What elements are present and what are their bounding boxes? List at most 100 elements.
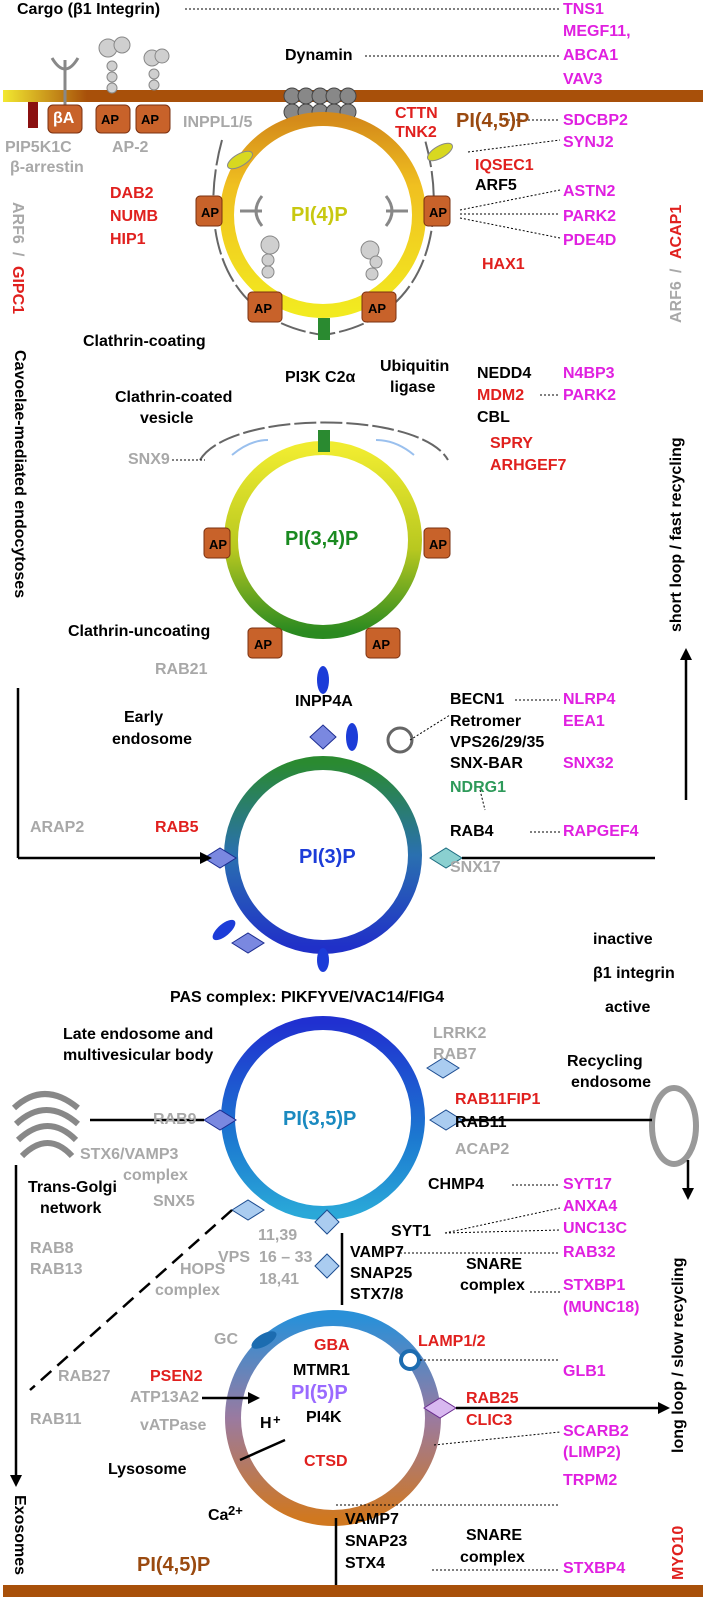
long-loop-label: long loop / slow recycling xyxy=(670,1257,687,1453)
vav3-label: VAV3 xyxy=(563,71,603,88)
tgn-label-2: network xyxy=(40,1200,102,1217)
arhgef7-label: ARHGEF7 xyxy=(490,457,567,474)
barrestin-label: β-arrestin xyxy=(10,159,84,176)
pip5k1c-label: PIP5K1C xyxy=(5,139,72,156)
snx5-label: SNX5 xyxy=(153,1193,195,1210)
hops-label: HOPS xyxy=(180,1261,226,1278)
trpm2-label: TRPM2 xyxy=(563,1472,618,1489)
pi3k-marker-2 xyxy=(318,430,330,452)
becn1-label: BECN1 xyxy=(450,691,505,708)
arap2-label: ARAP2 xyxy=(30,819,85,836)
ap-bottom-left-1 xyxy=(247,291,283,323)
nlrp4-label: NLRP4 xyxy=(563,691,616,708)
spry-label: SPRY xyxy=(490,435,533,452)
clathrin-coat-2 xyxy=(199,421,449,461)
gc-label: GC xyxy=(214,1331,238,1348)
rab11fip1-label: RAB11FIP1 xyxy=(455,1091,541,1108)
caveolae-label: Cavoelae-mediated endocytoses xyxy=(11,350,28,599)
arrowheads xyxy=(10,648,694,1487)
ap-v2-br: AP xyxy=(372,637,391,652)
pi45-bottom-label: PI(4,5)P xyxy=(137,1554,211,1576)
mdm2-label: MDM2 xyxy=(477,387,525,404)
limp2-label: (LIMP2) xyxy=(563,1444,621,1461)
snap23-label: SNAP23 xyxy=(345,1533,408,1550)
rab11b-label: RAB11 xyxy=(30,1411,82,1428)
inpp4a-marker xyxy=(317,666,329,694)
synj2-label: SYNJ2 xyxy=(563,134,614,151)
ap-right-1 xyxy=(423,195,451,227)
hplus-label: + xyxy=(273,1412,281,1427)
lysosome-label: Lysosome xyxy=(108,1461,187,1478)
uncoating-label: Clathrin-uncoating xyxy=(68,623,211,640)
pi3k-marker-1 xyxy=(318,318,330,340)
pi35p-label: PI(3,5)P xyxy=(283,1108,357,1130)
ca2-label: 2+ xyxy=(228,1503,243,1518)
inppl-marker xyxy=(227,150,253,170)
rab21-label: RAB21 xyxy=(155,661,208,678)
integrin-receptor xyxy=(50,57,80,105)
rab8-label: RAB8 xyxy=(30,1240,74,1257)
pi45-top-label: PI(4,5)P xyxy=(456,110,530,132)
synj-marker xyxy=(427,142,453,162)
tgn-label-1: Trans-Golgi xyxy=(28,1179,117,1196)
hip1-label: HIP1 xyxy=(110,231,146,248)
ap-label-2: AP xyxy=(141,112,160,127)
tnk2-label: TNK2 xyxy=(395,124,437,141)
arf6-left-label: ARF6 xyxy=(9,202,26,244)
munc18-label: (MUNC18) xyxy=(563,1299,640,1316)
b1-integrin-label: β1 integrin xyxy=(593,965,675,982)
inpp4a-label: INPP4A xyxy=(295,693,353,710)
vps-1139-label: 11,39 xyxy=(258,1227,298,1244)
rab7-diamond xyxy=(426,1057,460,1079)
vps-1841-label: 18,41 xyxy=(259,1271,300,1288)
early-label-1: Early xyxy=(124,709,164,726)
rab7-label: RAB7 xyxy=(433,1046,477,1063)
stx78-label: STX7/8 xyxy=(350,1286,404,1303)
eea1-label: EEA1 xyxy=(563,713,605,730)
stx6-complex-label: complex xyxy=(123,1167,188,1184)
ap2-box-1 xyxy=(95,104,131,134)
pathway-lines xyxy=(14,660,690,1585)
ccv-label-1: Clathrin-coated xyxy=(115,389,233,406)
vamp7-label: VAMP7 xyxy=(350,1244,404,1261)
ap-label-1: AP xyxy=(101,112,120,127)
ndrg1-label: NDRG1 xyxy=(450,779,507,796)
ap2-label: AP-2 xyxy=(112,139,149,156)
vps-1633-label: 16 – 33 xyxy=(259,1249,313,1266)
rab25-label: RAB25 xyxy=(466,1390,519,1407)
late-endosome-label-2: multivesicular body xyxy=(63,1047,214,1064)
short-loop-label: short loop / fast recycling xyxy=(668,437,685,632)
pi5p-label: PI(5)P xyxy=(291,1382,348,1404)
acap1-label: ACAP1 xyxy=(668,204,685,259)
vamp7b-label: VAMP7 xyxy=(345,1511,399,1528)
arf5-label: ARF5 xyxy=(475,177,517,194)
syt17-label: SYT17 xyxy=(563,1176,612,1193)
anxa4-label: ANXA4 xyxy=(563,1198,618,1215)
numb-label: NUMB xyxy=(110,208,158,225)
rab5-diamond xyxy=(203,847,237,869)
retromer-label: Retromer xyxy=(450,713,522,730)
ccv-label-2: vesicle xyxy=(140,410,194,427)
snareb-complex-label: complex xyxy=(460,1549,525,1566)
snare-label: SNARE xyxy=(466,1256,523,1273)
recycling-endosome-label-2: endosome xyxy=(571,1074,652,1091)
ap-v1-l: AP xyxy=(201,205,220,220)
ap2-box-2 xyxy=(135,104,171,134)
n4bp3-label: N4BP3 xyxy=(563,365,615,382)
exosomes-label: Exosomes xyxy=(11,1495,28,1576)
ap-v2-bl: AP xyxy=(254,637,273,652)
dab2-label: DAB2 xyxy=(110,185,154,202)
scarb2-label: SCARB2 xyxy=(563,1423,629,1440)
inpp4a-diamond xyxy=(309,724,337,750)
beta-arrestin-box xyxy=(47,104,83,134)
stx4-label: STX4 xyxy=(345,1555,386,1572)
vatpase-label: vATPase xyxy=(140,1417,207,1434)
stxbp4-label: STXBP4 xyxy=(563,1560,626,1577)
hax1-label: HAX1 xyxy=(482,256,525,273)
ap-v2-l: AP xyxy=(209,537,228,552)
leader-lines xyxy=(172,8,561,1571)
megf11-label: MEGF11, xyxy=(563,23,631,40)
inppl-label: INPPL1/5 xyxy=(183,114,253,131)
acap2-label: ACAP2 xyxy=(455,1141,510,1158)
